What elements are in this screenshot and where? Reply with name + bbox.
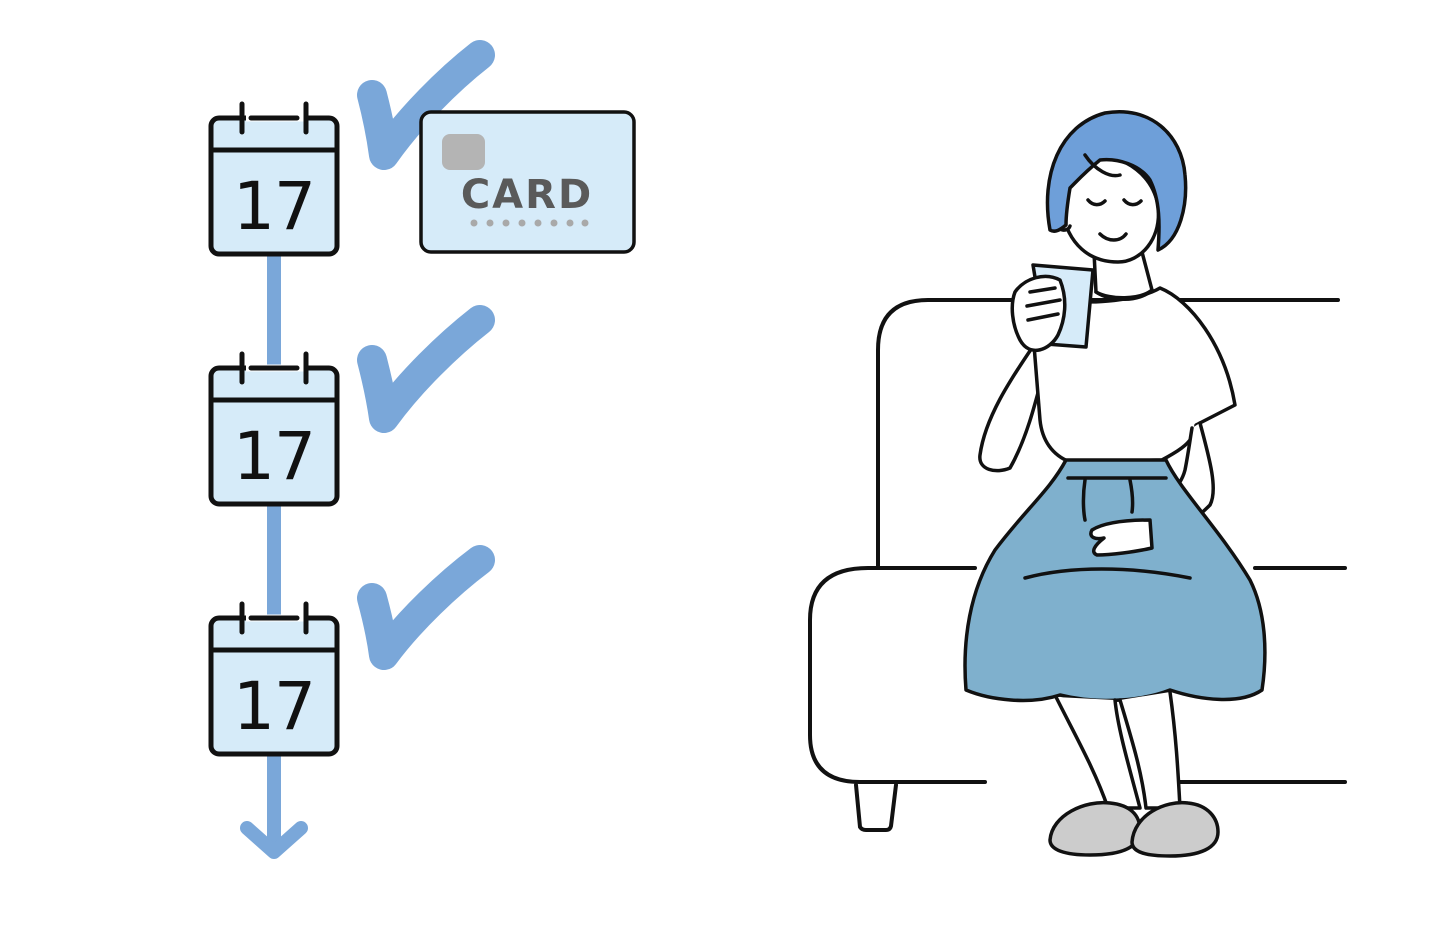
card-chip: [442, 134, 485, 170]
slipper-left: [1048, 800, 1142, 857]
calendar-day-number: 17: [233, 168, 315, 245]
calendar-icon: 17: [208, 101, 340, 257]
check-icon: [357, 545, 495, 670]
eye-left: [1086, 198, 1107, 207]
check-icon: [357, 40, 495, 170]
calendar-day-number: 17: [233, 418, 315, 495]
mouth: [1098, 232, 1128, 242]
hair: [1045, 110, 1188, 252]
calendar-day-number: 17: [233, 668, 315, 745]
slipper-right: [1130, 800, 1220, 858]
check-icon: [357, 305, 495, 433]
timeline-arrow-icon: [240, 241, 308, 859]
eye-right: [1122, 198, 1143, 207]
hand-right: [1089, 518, 1154, 557]
arm-left: [978, 343, 1046, 473]
hand-left: [1010, 274, 1067, 353]
calendar-icon: 17: [208, 351, 340, 507]
credit-card-icon: CARD: [419, 110, 636, 254]
skirt: [963, 458, 1267, 703]
card-label: CARD: [461, 172, 593, 218]
calendar-icon: 17: [208, 601, 340, 757]
payment-timeline: 17 17 17 CARD: [208, 40, 636, 859]
woman-figure: [963, 110, 1267, 858]
sofa: [808, 298, 1347, 832]
card-number-dots: [470, 219, 589, 227]
